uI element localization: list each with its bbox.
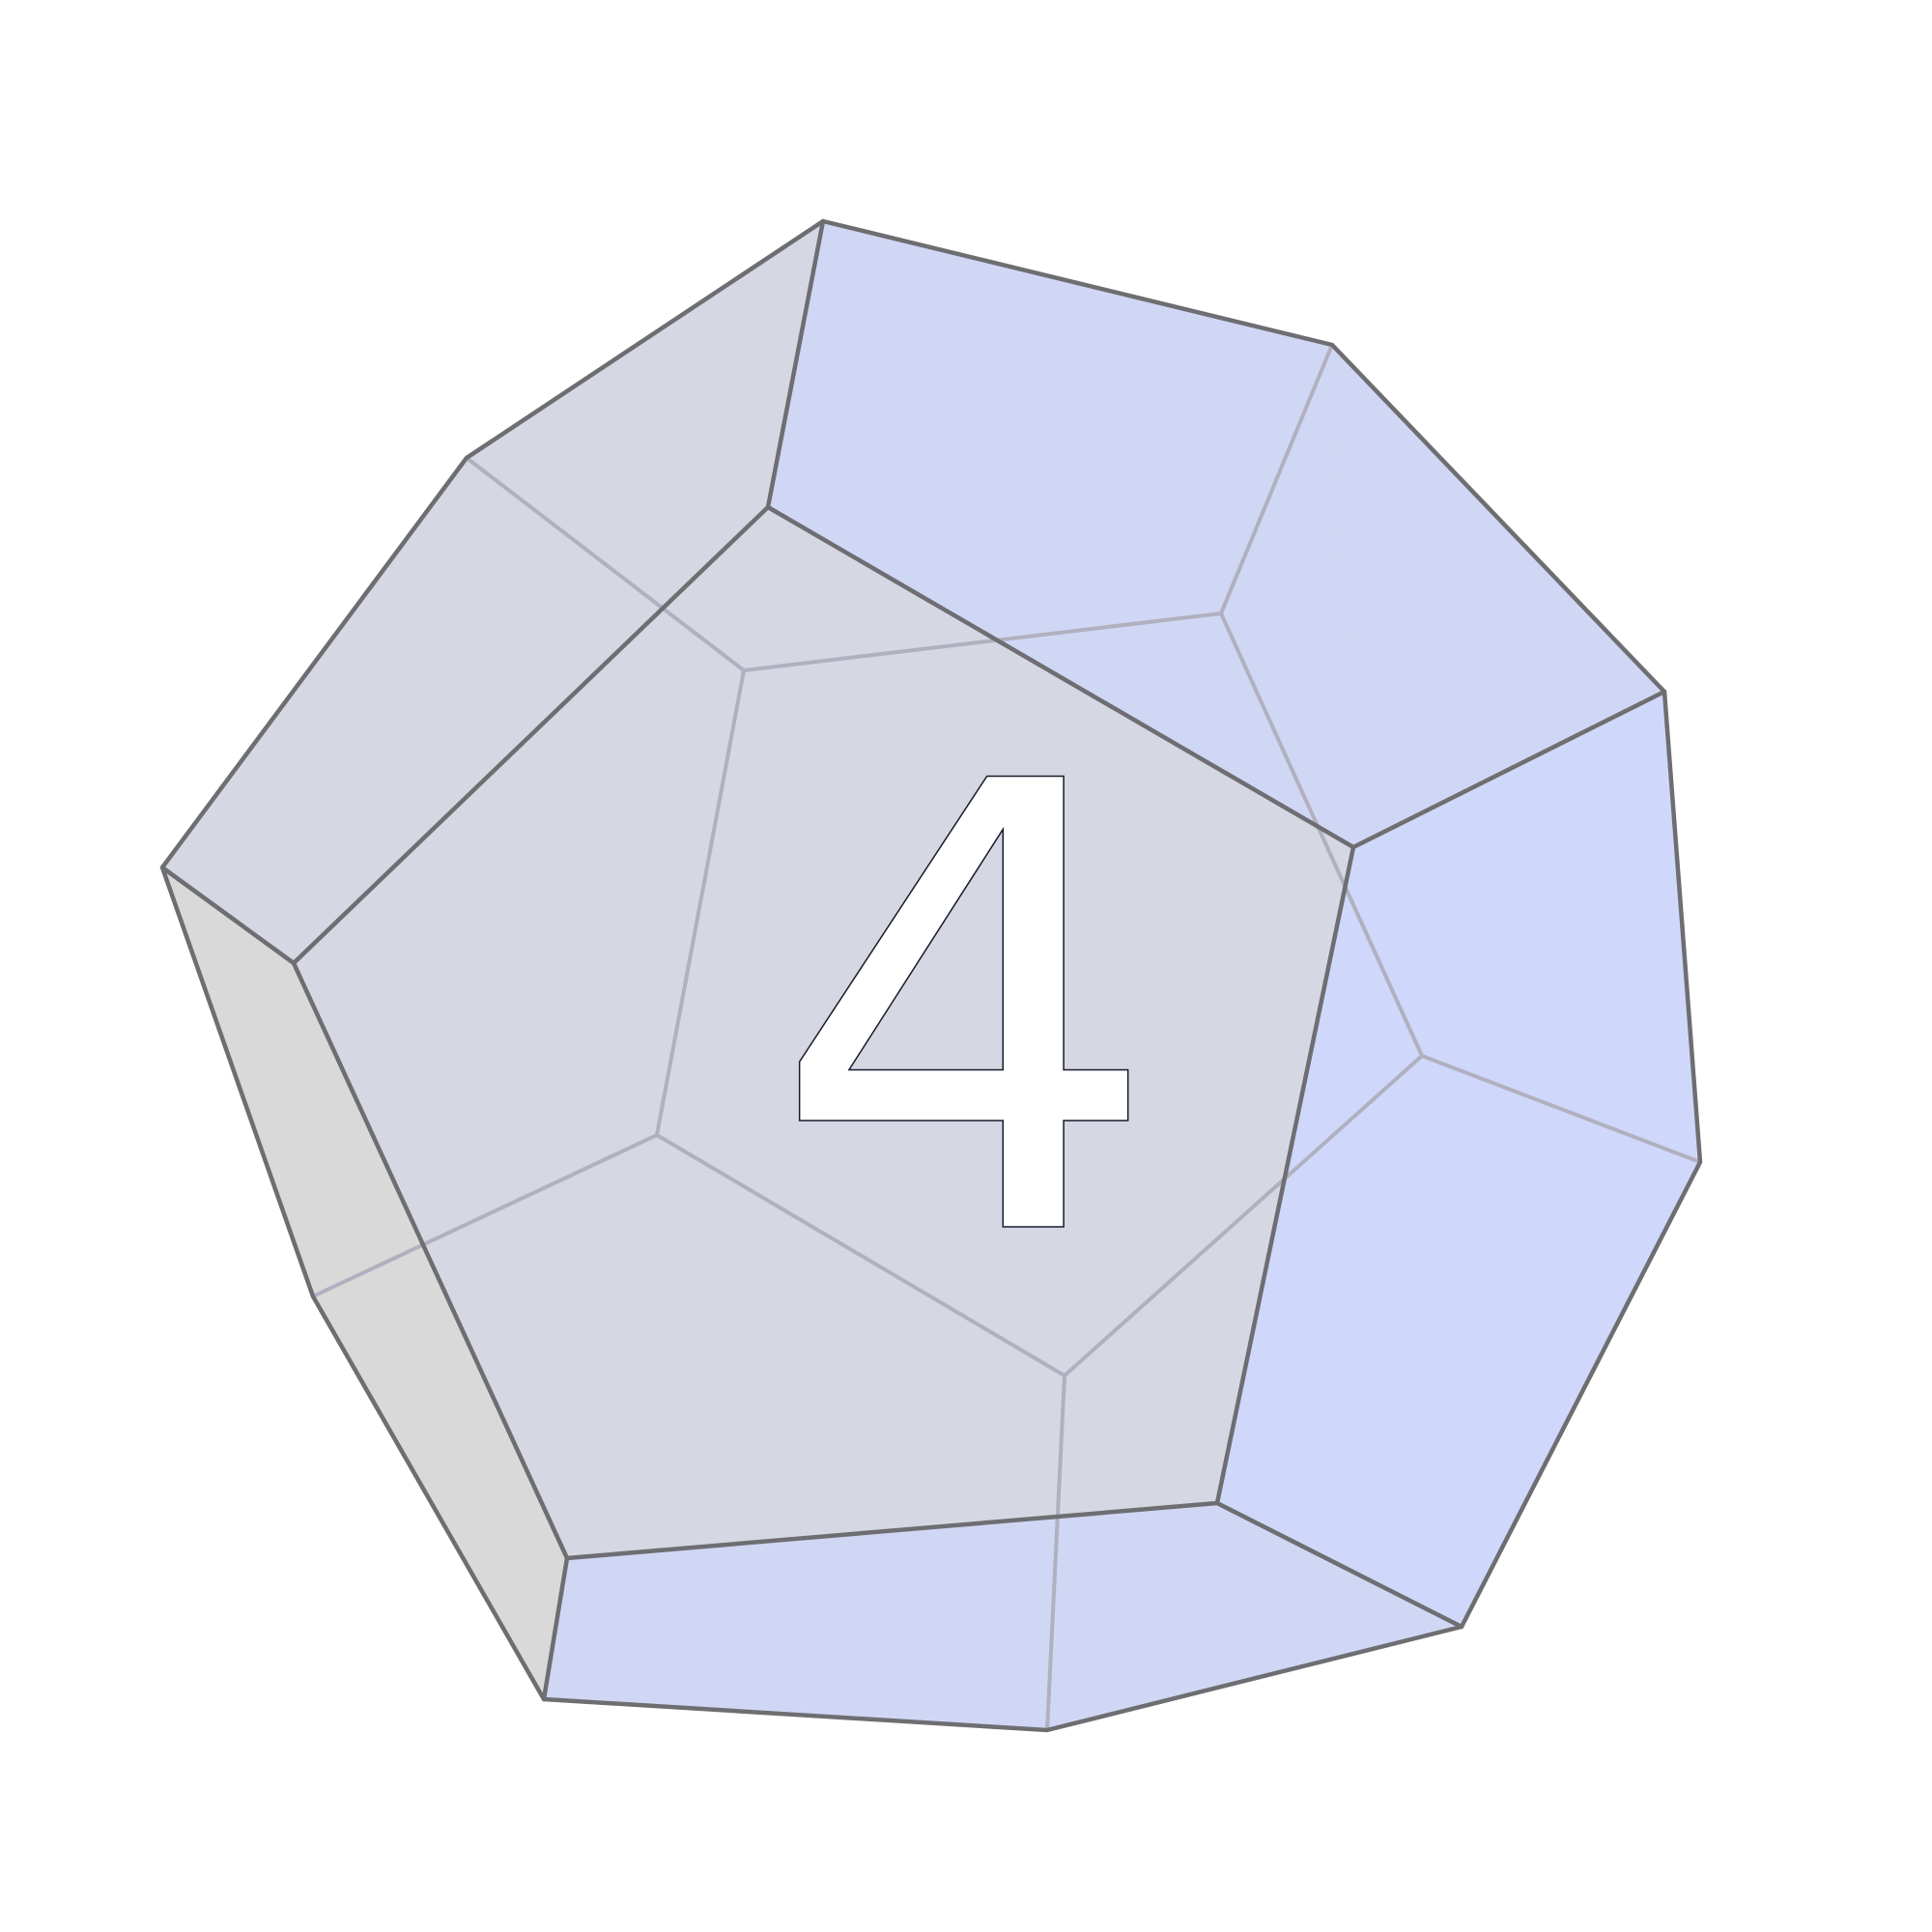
face-top: [768, 221, 1353, 847]
face-number: 4: [769, 653, 1162, 1373]
face-left-upper: [162, 221, 823, 963]
face-bottom: [544, 1503, 1462, 1730]
back-edges: [311, 343, 1702, 1732]
outline-edges: [159, 218, 1703, 1733]
front-edges: [159, 218, 1667, 1702]
face-right-upper: [1332, 345, 1664, 847]
face-front: [294, 507, 1353, 1558]
face-left-shadow: [162, 867, 567, 1699]
